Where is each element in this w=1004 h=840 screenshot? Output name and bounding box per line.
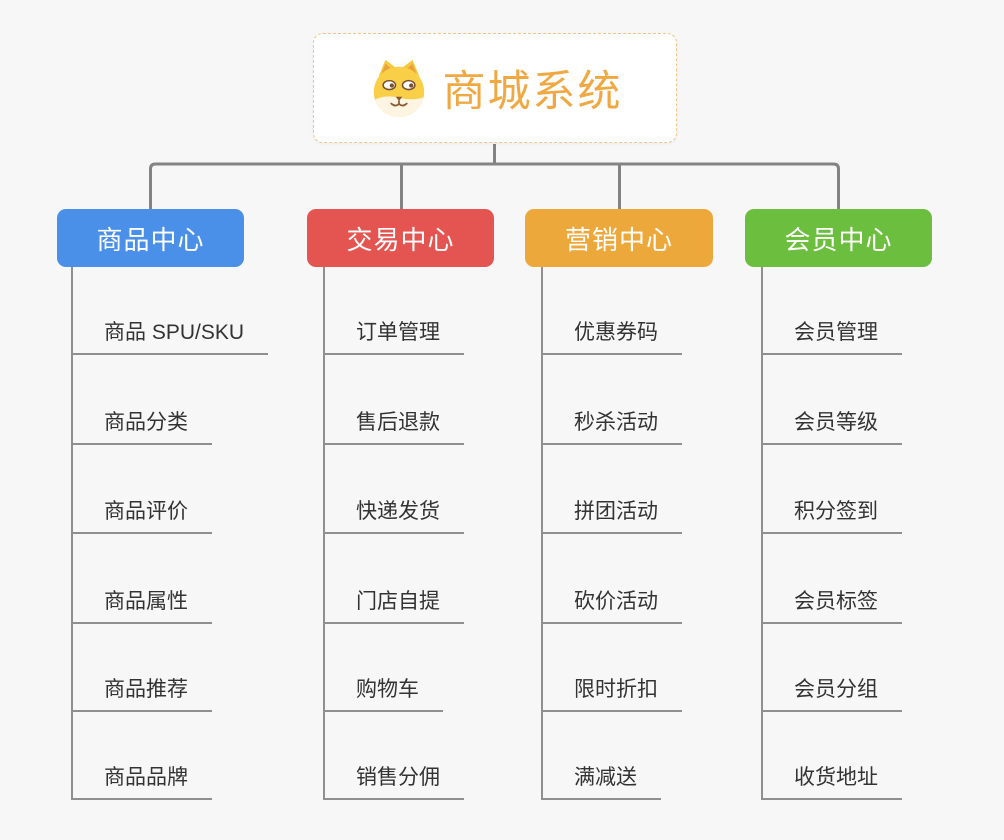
leaf-item[interactable]: 商品推荐 xyxy=(71,677,212,712)
leaf-item[interactable]: 购物车 xyxy=(323,677,443,712)
branch-node-member[interactable]: 会员中心 xyxy=(745,209,932,267)
branch-label: 商品中心 xyxy=(96,224,205,255)
leaf-item[interactable]: 优惠券码 xyxy=(541,320,682,355)
leaf-item[interactable]: 售后退款 xyxy=(323,410,464,445)
branch-node-trade[interactable]: 交易中心 xyxy=(307,209,494,267)
leaf-item[interactable]: 限时折扣 xyxy=(541,677,682,712)
leaf-item[interactable]: 销售分佣 xyxy=(323,765,464,800)
leaf-item[interactable]: 快递发货 xyxy=(323,499,464,534)
branch-bus-line xyxy=(149,162,840,209)
leaf-item[interactable]: 商品品牌 xyxy=(71,765,212,800)
branch-node-marketing[interactable]: 营销中心 xyxy=(525,209,713,267)
leaf-item[interactable]: 秒杀活动 xyxy=(541,410,682,445)
leaf-item[interactable]: 收货地址 xyxy=(761,765,902,800)
leaf-item[interactable]: 砍价活动 xyxy=(541,589,682,624)
leaf-item[interactable]: 会员标签 xyxy=(761,589,902,624)
leaf-item[interactable]: 门店自提 xyxy=(323,589,464,624)
leaf-item[interactable]: 会员分组 xyxy=(761,677,902,712)
leaf-item[interactable]: 积分签到 xyxy=(761,499,902,534)
leaf-item[interactable]: 商品 SPU/SKU xyxy=(71,320,269,355)
branch-label: 营销中心 xyxy=(564,224,673,255)
branch-label: 交易中心 xyxy=(346,224,455,255)
dog-face-icon xyxy=(373,59,424,118)
leaf-item[interactable]: 会员等级 xyxy=(761,410,902,445)
leaf-item[interactable]: 商品属性 xyxy=(71,589,212,624)
leaf-item[interactable]: 满减送 xyxy=(541,765,661,800)
root-node[interactable]: 商城系统 xyxy=(313,33,677,143)
root-node-label: 商城系统 xyxy=(442,68,623,116)
branch-node-product[interactable]: 商品中心 xyxy=(57,209,244,267)
leaf-item[interactable]: 订单管理 xyxy=(323,320,464,355)
leaf-item[interactable]: 拼团活动 xyxy=(541,499,682,534)
branch-label: 会员中心 xyxy=(784,224,893,255)
leaf-item[interactable]: 商品分类 xyxy=(71,410,212,445)
leaf-item[interactable]: 商品评价 xyxy=(71,499,212,534)
leaf-item[interactable]: 会员管理 xyxy=(761,320,902,355)
